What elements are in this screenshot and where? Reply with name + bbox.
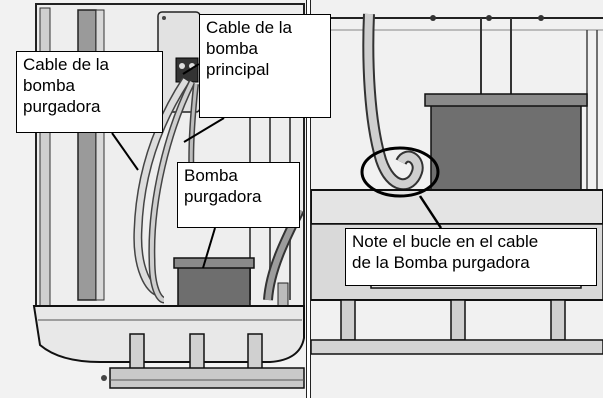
right-photo-illustration <box>311 0 603 398</box>
callout-loop-note: Note el bucle en el cable de la Bomba pu… <box>345 228 597 286</box>
callout-purge-pump-cable: Cable de la bomba purgadora <box>16 51 163 133</box>
callout-main-pump-cable: Cable de la bomba principal <box>199 14 331 118</box>
callout-purge-pump: Bomba purgadora <box>177 162 300 228</box>
right-photo-panel <box>311 0 603 398</box>
loop-highlight-ellipse <box>360 146 440 198</box>
